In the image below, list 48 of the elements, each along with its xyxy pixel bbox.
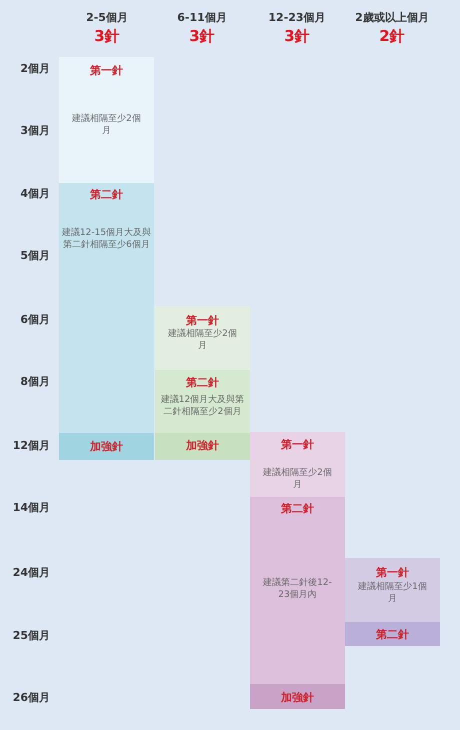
interval-note: 建議12-15個月大及與第二針相隔至少6個月 [60, 227, 152, 251]
column-heading: 6-11個月 [176, 10, 228, 25]
dose-block [59, 183, 154, 433]
dose-label: 第一針 [89, 63, 124, 78]
age-label: 12個月 [12, 438, 50, 453]
dose-block [155, 306, 250, 370]
dose-count: 2針 [378, 27, 406, 46]
age-label: 5個月 [19, 248, 50, 263]
dose-label: 加強針 [184, 438, 220, 453]
dose-label: 第二針 [89, 187, 124, 202]
age-label: 3個月 [19, 123, 50, 138]
interval-note: 建議相隔至少2個月 [71, 113, 142, 137]
age-label: 4個月 [19, 186, 50, 201]
column-heading: 12-23個月 [267, 10, 327, 25]
dose-label: 加強針 [280, 690, 315, 705]
age-label: 6個月 [19, 312, 50, 327]
column-heading: 2-5個月 [85, 10, 129, 25]
dose-label: 第一針 [280, 437, 315, 452]
dose-label: 第二針 [280, 501, 315, 516]
age-label: 14個月 [12, 500, 50, 515]
dose-count: 3針 [93, 27, 121, 46]
dose-count: 3針 [283, 27, 311, 46]
age-label: 26個月 [12, 690, 50, 705]
interval-note: 建議相隔至少2個月 [262, 467, 333, 491]
dose-label: 加強針 [88, 439, 124, 454]
dose-label: 第一針 [375, 565, 410, 580]
dose-block [345, 622, 440, 646]
dose-block [250, 684, 345, 709]
age-label: 25個月 [12, 628, 50, 643]
dose-block [250, 432, 345, 497]
age-label: 8個月 [19, 374, 50, 389]
dose-block [250, 497, 345, 684]
dose-block [345, 558, 440, 622]
dose-label: 第一針 [185, 313, 220, 328]
interval-note: 建議相隔至少1個月 [357, 581, 428, 605]
dose-count: 3針 [188, 27, 216, 46]
dose-block [59, 57, 154, 183]
dose-block [59, 433, 154, 460]
interval-note: 建議第二針後12-23個月內 [262, 577, 333, 601]
dose-block [155, 433, 250, 460]
dose-label: 第二針 [375, 627, 410, 642]
dose-label: 第二針 [185, 375, 220, 390]
interval-note: 建議相隔至少2個月 [167, 328, 238, 352]
dose-block [155, 370, 250, 433]
interval-note: 建議12個月大及與第二針相隔至少2個月 [160, 394, 246, 418]
age-label: 24個月 [12, 565, 50, 580]
age-label: 2個月 [19, 61, 50, 76]
column-heading: 2歲或以上個月 [354, 10, 430, 25]
